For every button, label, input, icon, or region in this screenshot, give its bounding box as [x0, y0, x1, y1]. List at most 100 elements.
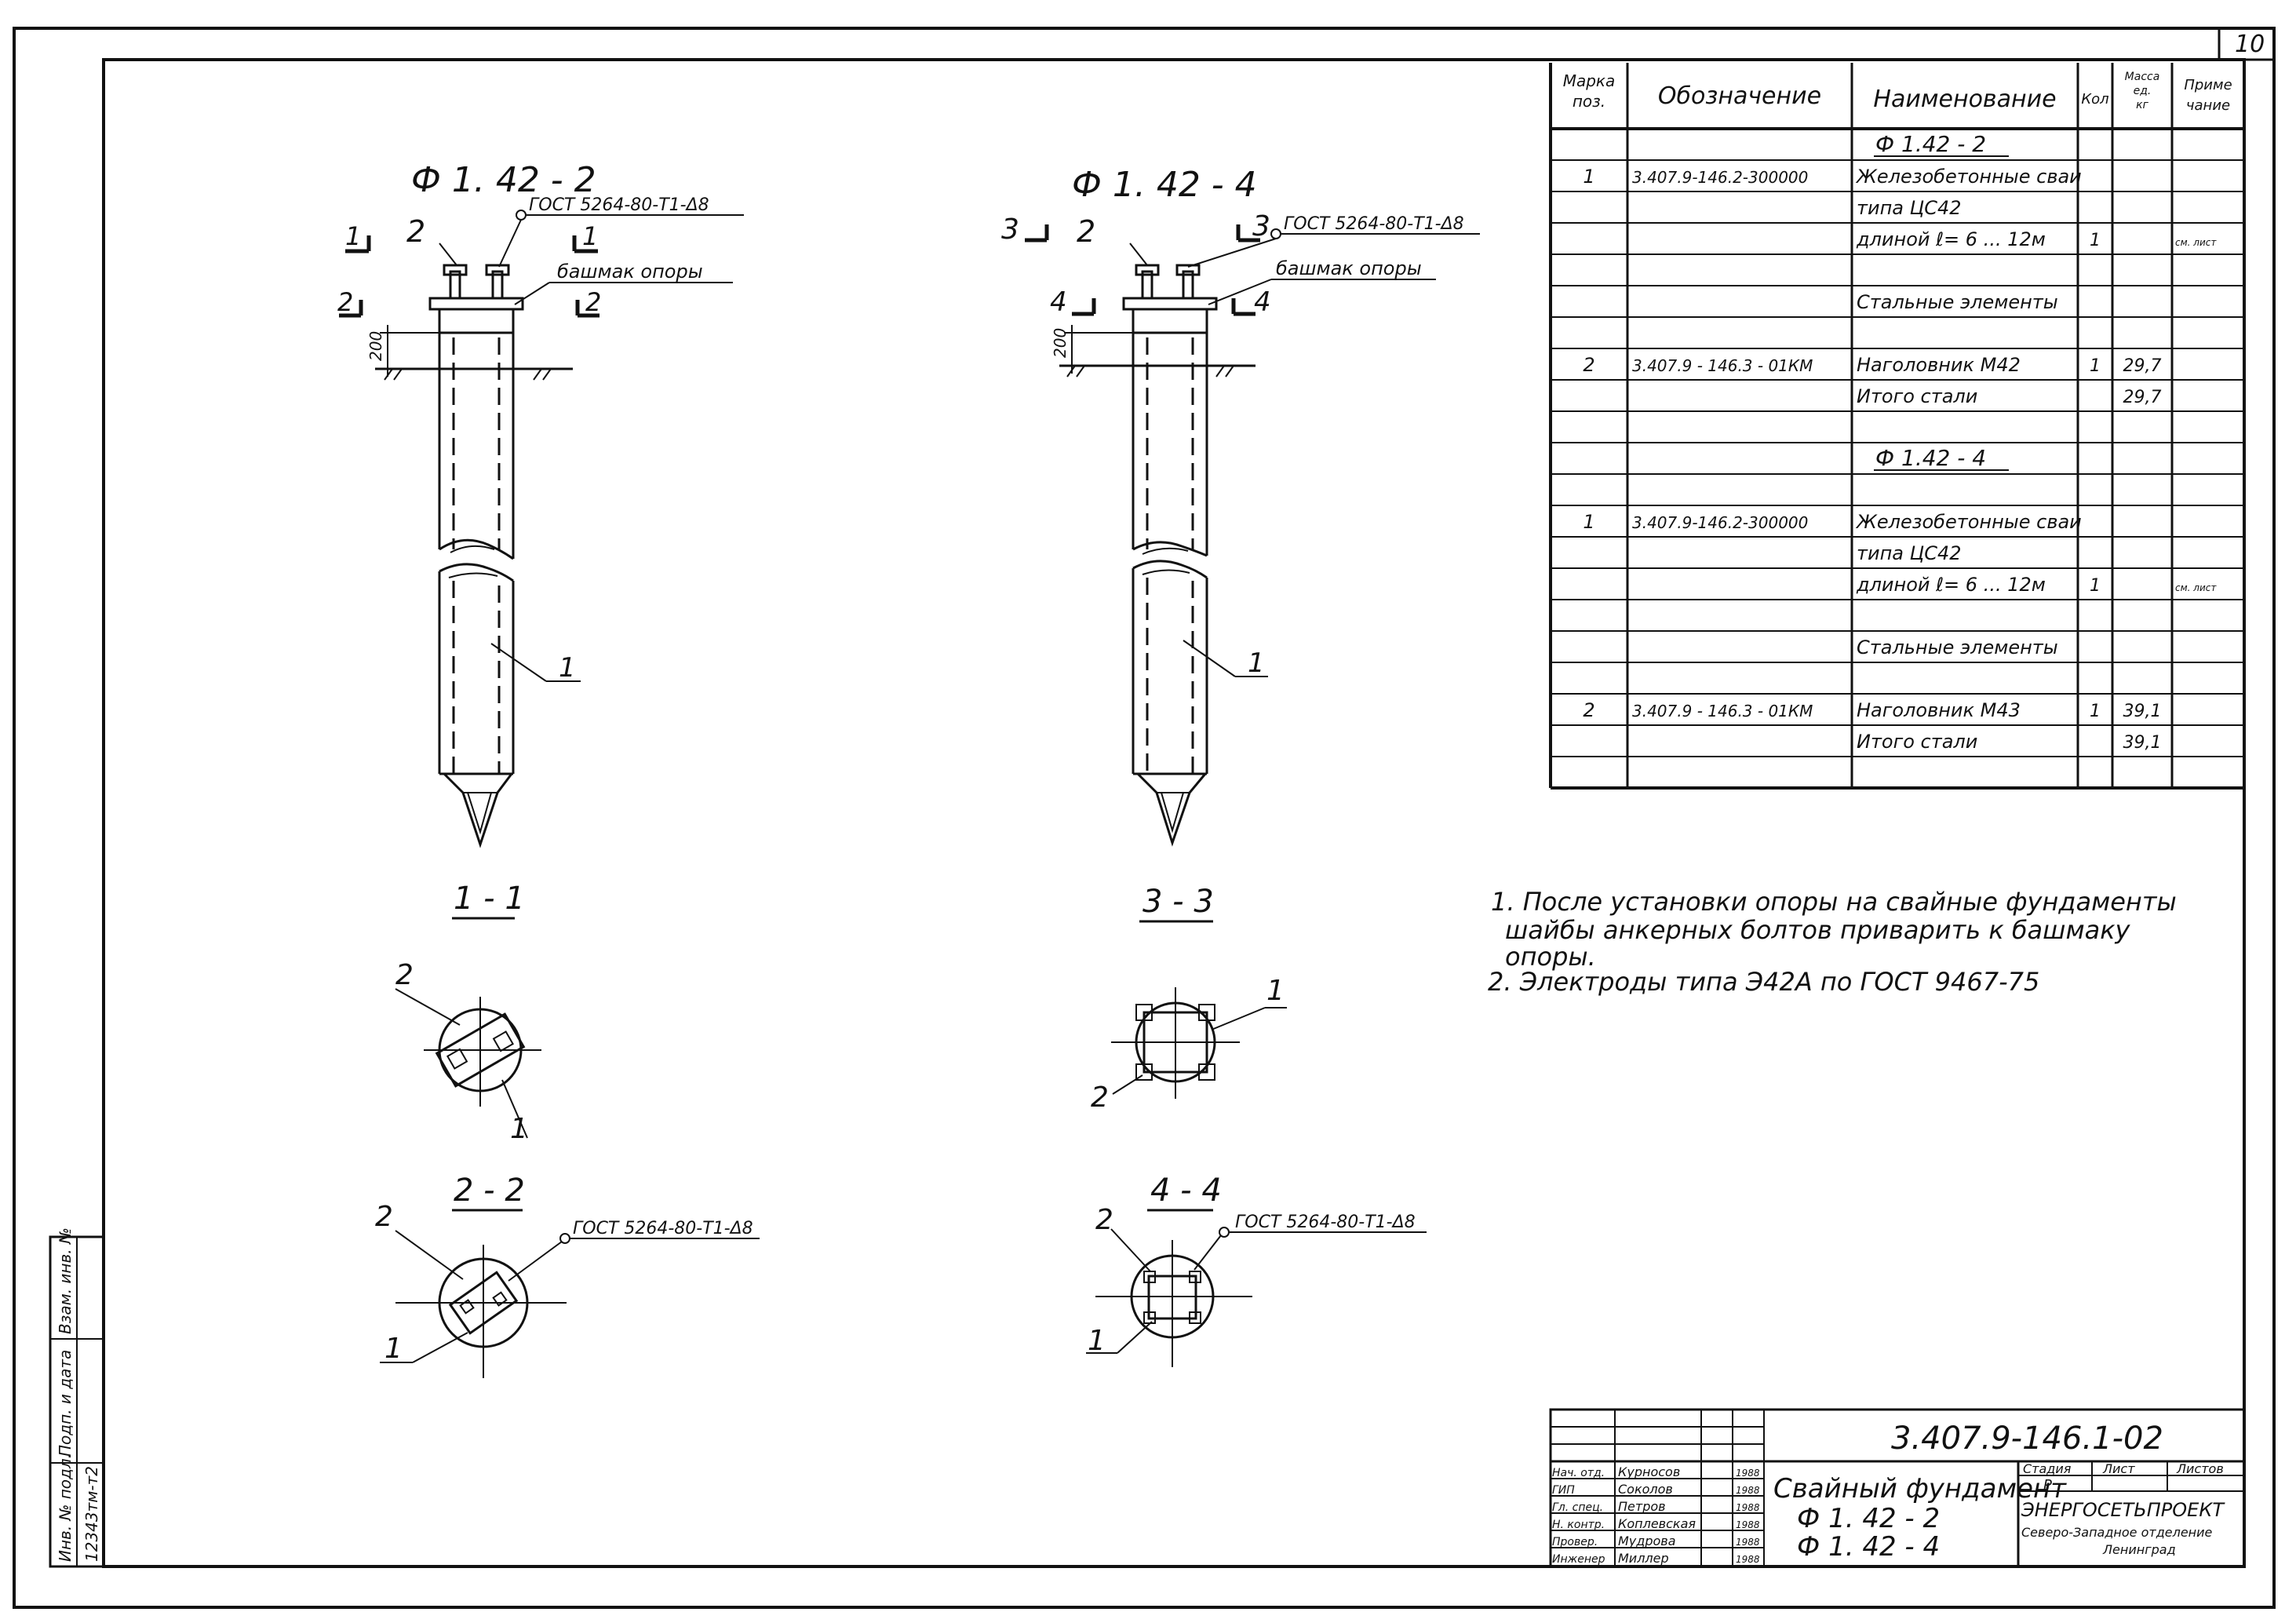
right-section-mark-4b: 4: [1254, 286, 1271, 318]
table-cell-name: Стальные элементы: [1857, 636, 2058, 658]
table-cell-name: длиной ℓ= 6 ... 12м: [1856, 228, 2046, 250]
staff-1-name: Соколов: [1618, 1482, 1673, 1497]
table-cell-code: 3.407.9 - 146.3 - 01КМ: [1632, 702, 1813, 720]
table-cell-note: см. лист: [2175, 582, 2217, 593]
left-shoe-label: башмак опоры: [557, 261, 703, 283]
table-cell-code: 3.407.9-146.2-300000: [1632, 168, 1808, 187]
section-2-2-callout-1: 1: [384, 1333, 403, 1365]
section-3-3-callout-2: 2: [1091, 1081, 1109, 1114]
staff-0-role: Нач. отд.: [1552, 1467, 1605, 1479]
section-4-4-callout-2: 2: [1095, 1204, 1113, 1236]
staff-1-date: 1988: [1736, 1485, 1760, 1496]
section-4-4-title: 4 - 4: [1150, 1173, 1222, 1209]
table-cell-qty: 1: [2090, 231, 2101, 250]
table-cell-qty: 1: [2090, 702, 2101, 721]
table-cell-name: Наголовник М42: [1857, 354, 2021, 376]
left-dim-200: 200: [366, 331, 385, 361]
left-view-title: Ф 1. 42 - 2: [411, 160, 596, 200]
staff-4-role: Провер.: [1552, 1536, 1598, 1548]
org-line-3: Ленинград: [2102, 1542, 2176, 1557]
table-cell-name: Итого стали: [1857, 731, 1977, 753]
section-3-3-title: 3 - 3: [1143, 884, 1214, 920]
stage-label: Стадия: [2023, 1461, 2072, 1476]
staff-3-role: Н. контр.: [1552, 1519, 1605, 1531]
table-cell-code: 3.407.9 - 146.3 - 01КМ: [1632, 356, 1813, 375]
left-callout-1: 1: [559, 652, 576, 684]
right-view-title: Ф 1. 42 - 4: [1072, 165, 1257, 205]
right-section-mark-4a: 4: [1050, 286, 1067, 318]
left-pile: [339, 210, 744, 848]
staff-0-date: 1988: [1736, 1468, 1760, 1479]
header-note-2: чание: [2186, 97, 2230, 114]
table-cell-mass: 29,7: [2123, 388, 2162, 407]
header-mark: Марка: [1563, 71, 1616, 90]
staff-1-role: ГИП: [1552, 1484, 1575, 1497]
table-cell-name: Ф 1.42 - 4: [1875, 445, 1986, 471]
header-mass-2: ед.: [2134, 85, 2152, 97]
table-cell-mass: 39,1: [2123, 733, 2162, 753]
right-callout-1: 1: [1248, 647, 1265, 679]
table-cell-name: Стальные элементы: [1857, 291, 2058, 313]
right-gost-label: ГОСТ 5264-80-Т1-Δ8: [1284, 214, 1464, 234]
table-cell-mass: 29,7: [2123, 356, 2162, 376]
staff-3-date: 1988: [1736, 1519, 1760, 1530]
side-stamp-inv: Инв. № подл.: [56, 1453, 75, 1562]
right-shoe-label: башмак опоры: [1276, 257, 1422, 279]
staff-5-date: 1988: [1736, 1554, 1760, 1565]
staff-2-date: 1988: [1736, 1502, 1760, 1513]
table-cell-pos: 2: [1583, 699, 1594, 721]
staff-5-name: Миллер: [1618, 1551, 1669, 1566]
right-dim-200: 200: [1051, 328, 1070, 358]
staff-4-name: Мудрова: [1618, 1534, 1676, 1548]
table-cell-name: Итого стали: [1857, 385, 1977, 407]
staff-2-role: Гл. спец.: [1552, 1501, 1603, 1514]
title-line-2: Ф 1. 42 - 2: [1797, 1503, 1940, 1534]
table-cell-name: Наголовник М43: [1857, 699, 2021, 721]
section-1-1: [395, 988, 541, 1139]
header-note-1: Приме: [2184, 77, 2232, 93]
sheet-number: 10: [2235, 31, 2265, 58]
title-line-1: Свайный фундамент: [1773, 1473, 2067, 1504]
side-stamp-replace: Взам. инв. №: [56, 1227, 75, 1334]
section-2-2-callout-2: 2: [375, 1201, 393, 1233]
table-cell-pos: 2: [1583, 354, 1594, 376]
left-callout-2: 2: [406, 214, 425, 249]
header-mark-pos: поз.: [1573, 92, 1605, 111]
table-cell-name: типа ЦС42: [1857, 542, 1962, 564]
staff-2-name: Петров: [1618, 1499, 1666, 1514]
staff-0-name: Курносов: [1618, 1464, 1680, 1479]
header-mass-3: кг: [2136, 99, 2148, 111]
section-1-1-callout-2: 2: [395, 959, 414, 991]
left-section-mark-1b: 1: [582, 221, 598, 251]
staff-5-role: Инженер: [1552, 1553, 1605, 1566]
table-cell-pos: 1: [1583, 511, 1594, 533]
table-cell-name: Ф 1.42 - 2: [1875, 131, 1986, 157]
sheet-frame: [13, 27, 2276, 1609]
section-4-4-callout-1: 1: [1088, 1325, 1106, 1357]
org-line-2: Северо-Западное отделение: [2021, 1525, 2213, 1540]
note-line-3: опоры.: [1505, 942, 1596, 972]
title-block: [1549, 1408, 2246, 1568]
table-cell-qty: 1: [2090, 356, 2101, 376]
section-3-3-callout-1: 1: [1266, 975, 1285, 1007]
table-cell-name: длиной ℓ= 6 ... 12м: [1856, 574, 2046, 596]
table-cell-note: см. лист: [2175, 237, 2217, 248]
doc-code: 3.407.9-146.1-02: [1891, 1421, 2163, 1457]
side-stamp: [49, 1235, 105, 1568]
left-section-mark-1a: 1: [345, 221, 361, 251]
sheets-label: Листов: [2176, 1461, 2224, 1476]
table-cell-mass: 39,1: [2123, 702, 2162, 721]
header-qty: Кол: [2081, 91, 2108, 108]
header-designation: Обозначение: [1658, 82, 1821, 110]
section-1-1-title: 1 - 1: [454, 881, 525, 917]
note-line-4: 2. Электроды типа Э42А по ГОСТ 9467-75: [1488, 967, 2039, 997]
title-line-3: Ф 1. 42 - 4: [1797, 1531, 1940, 1563]
note-line-2: шайбы анкерных болтов приварить к башмак…: [1505, 915, 2131, 945]
right-callout-2: 2: [1077, 214, 1095, 249]
stage-value: Р: [2043, 1477, 2052, 1494]
section-2-2: [380, 1230, 760, 1378]
section-3-3: [1111, 987, 1287, 1099]
section-4-4: [1086, 1227, 1427, 1367]
table-cell-name: Железобетонные сваи: [1855, 511, 2082, 533]
